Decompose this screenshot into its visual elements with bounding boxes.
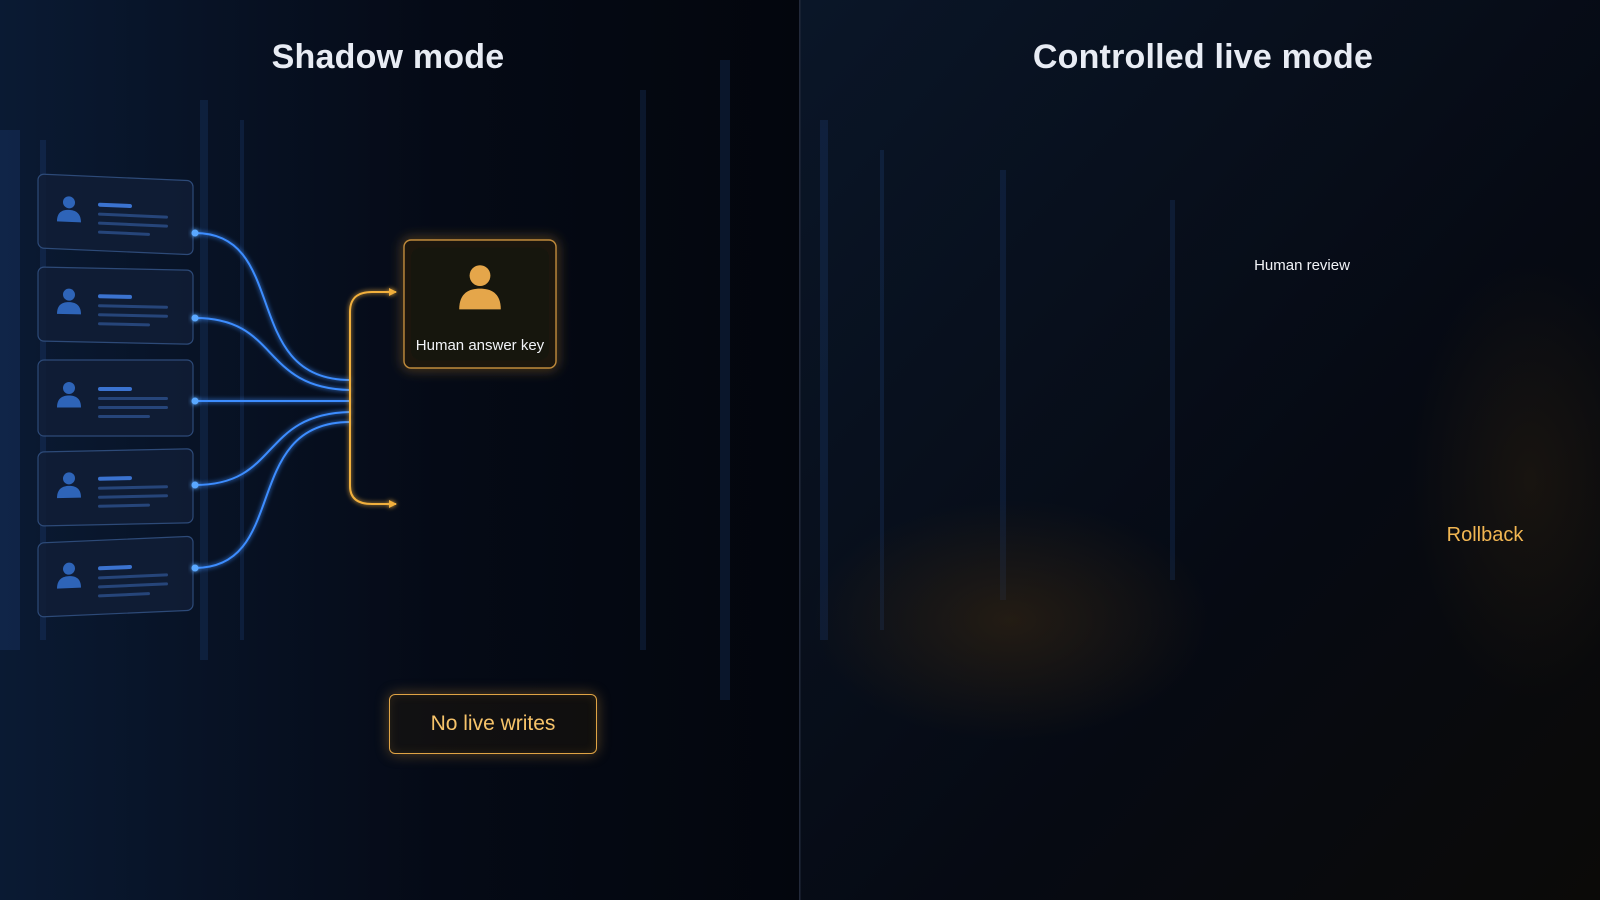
controlled-live-mode-title: Controlled live mode xyxy=(1032,38,1374,76)
record-card xyxy=(37,535,194,618)
shadow-mode-title: Shadow mode xyxy=(271,38,505,76)
record-card xyxy=(37,359,194,437)
left-source-cards xyxy=(37,173,194,618)
record-card xyxy=(37,266,194,345)
record-card xyxy=(37,448,194,527)
human-answer-key-label: Human answer key xyxy=(415,337,545,354)
human-review-label: Human review xyxy=(1254,257,1350,274)
left-blue-flows xyxy=(194,232,351,569)
left-split-flows xyxy=(349,288,397,508)
human-answer-key-node xyxy=(403,239,557,369)
record-card xyxy=(37,173,194,256)
no-live-writes-badge: No live writes xyxy=(389,694,597,754)
rollback-label: Rollback xyxy=(1446,524,1524,546)
left-source-dots xyxy=(191,229,199,572)
